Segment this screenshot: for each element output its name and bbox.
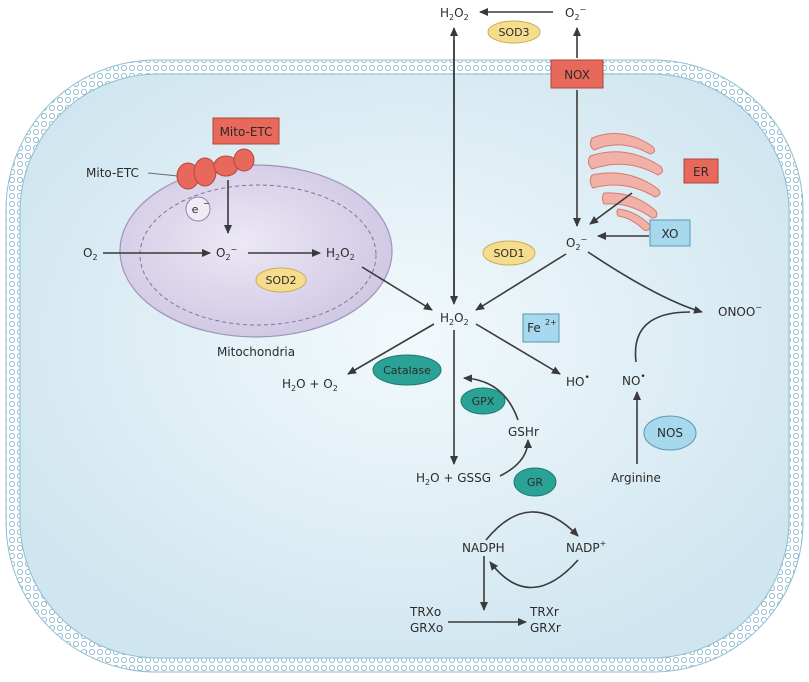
fe-box: Fe 2+ (522, 313, 560, 343)
mito-etc-box-label: Mito-ETC (220, 125, 273, 139)
nos-oval: NOS (643, 415, 697, 451)
water-oxygen-label: H2O + O2 (282, 377, 338, 393)
nadp-label: NADP+ (566, 539, 606, 555)
peroxynitrite-label: ONOO− (718, 303, 762, 319)
mito-etc-side-label: Mito-ETC (86, 166, 139, 180)
mito-h2o2: H2O2 (326, 246, 355, 262)
catalase-oval: Catalase (372, 354, 442, 386)
gpx-label: GPX (472, 395, 495, 408)
electron-sup: − (203, 199, 210, 208)
superoxide-outside: O2− (565, 5, 586, 22)
nadph-label: NADPH (462, 541, 505, 555)
gpx-oval: GPX (460, 387, 506, 415)
mitochondrion (119, 164, 393, 338)
oxygen-label: O2 (83, 246, 98, 262)
er-label: ER (693, 165, 709, 179)
mito-etc-box: Mito-ETC (212, 117, 280, 145)
mito-superoxide: O2− (216, 245, 237, 262)
gr-oval: GR (513, 467, 557, 497)
arginine-label: Arginine (611, 471, 661, 485)
trxr-label: TRXr (529, 605, 559, 619)
sod1-oval: SOD1 (482, 240, 536, 266)
sod3-oval: SOD3 (487, 20, 541, 44)
cyto-superoxide: O2− (566, 235, 587, 252)
grxr-label: GRXr (530, 621, 561, 635)
catalase-label: Catalase (383, 364, 431, 377)
mitochondria-label: Mitochondria (217, 345, 295, 359)
sod3-label: SOD3 (498, 26, 529, 39)
sod2-oval: SOD2 (255, 267, 307, 293)
central-h2o2: H2O2 (440, 311, 469, 327)
xo-label: XO (662, 227, 679, 241)
mitochondrion-inner-membrane (139, 184, 377, 326)
water-gssg-label: H2O + GSSG (416, 471, 491, 487)
xo-box: XO (649, 219, 691, 247)
electron-label: e (192, 203, 199, 216)
fe-label: Fe (527, 321, 541, 335)
gr-label: GR (527, 476, 544, 489)
nox-box: NOX (550, 59, 604, 89)
gshr-label: GSHr (508, 425, 539, 439)
er-box: ER (683, 158, 719, 184)
er-organelle (587, 133, 664, 231)
trxo-label: TRXo (409, 605, 441, 619)
nox-label: NOX (564, 68, 590, 82)
h2o2-outside: H2O2 (440, 6, 469, 22)
electron-circle: e − (185, 196, 211, 222)
hydroxyl-label: HO• (566, 373, 590, 389)
mito-etc-complex (176, 148, 255, 190)
grxo-label: GRXo (410, 621, 443, 635)
nitric-oxide-label: NO• (622, 372, 646, 388)
nos-label: NOS (657, 426, 683, 440)
sod2-label: SOD2 (265, 274, 296, 287)
fe-sup: 2+ (545, 318, 557, 327)
sod1-label: SOD1 (493, 247, 524, 260)
